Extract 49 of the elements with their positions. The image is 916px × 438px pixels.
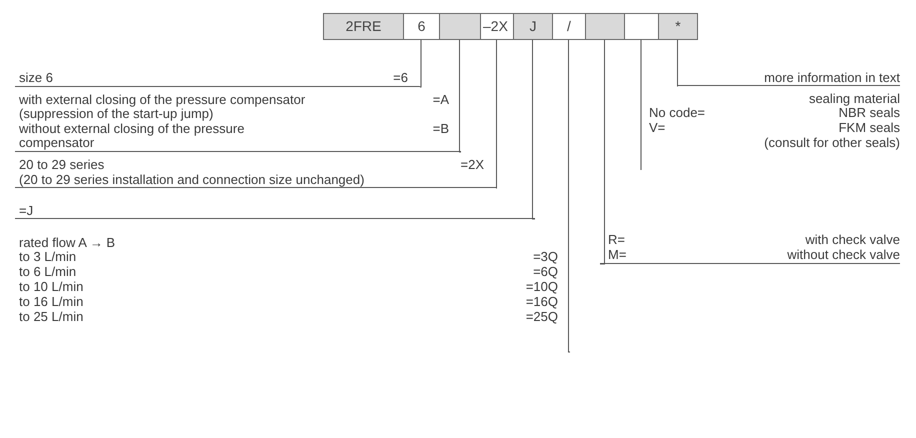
option-text: to 25 L/min (19, 310, 84, 324)
code-cell: 6 (403, 13, 440, 40)
option-text: without external closing of the pressure compensator (19, 122, 246, 150)
option-text: to 16 L/min (19, 295, 84, 309)
connector-line (640, 40, 642, 170)
option-text: (consult for other seals) (764, 135, 900, 150)
option-text: (20 to 29 series installation and connection size unchanged) (19, 172, 364, 187)
connector-line (496, 40, 497, 188)
option-text: more information in text (764, 70, 900, 85)
option-text: =25Q (526, 310, 558, 324)
connector-line (568, 40, 570, 352)
option-text: with check valve (805, 233, 900, 247)
option-text: without check valve (787, 248, 900, 262)
connector-line (459, 40, 462, 152)
connector-line (532, 40, 536, 220)
option-text: =A (432, 93, 449, 107)
option-text: sealing material (808, 91, 900, 106)
option-text: with external closing of the pressure compensator (suppression of the start-up jump) (19, 93, 306, 121)
option-text: =J (19, 203, 34, 218)
connector-line (420, 40, 422, 88)
option-text: FKM seals (838, 121, 900, 135)
option-text: =6Q (533, 265, 558, 279)
code-cell: –2X (480, 13, 514, 40)
option-text: 20 to 29 series (19, 158, 104, 172)
option-text: R= (608, 233, 625, 247)
option-text: rated flow A → B (19, 235, 116, 250)
code-cell: J (513, 13, 553, 40)
connector-line (600, 40, 605, 264)
code-cell: 2FRE (323, 13, 404, 40)
option-text: to 3 L/min (19, 250, 76, 264)
code-cell: * (658, 13, 698, 40)
option-text: to 6 L/min (19, 265, 76, 279)
option-text: =10Q (526, 280, 558, 294)
option-text: =16Q (526, 295, 558, 309)
option-text: No code= (649, 106, 706, 120)
option-text: =3Q (533, 250, 558, 264)
connector-line (677, 40, 678, 86)
code-cell (585, 13, 625, 40)
code-cell: / (552, 13, 586, 40)
option-text: M= (608, 248, 626, 262)
option-text: V= (649, 121, 666, 135)
code-cell (624, 13, 659, 40)
code-cell (439, 13, 481, 40)
option-text: to 10 L/min (19, 280, 84, 294)
option-text: =B (432, 122, 449, 136)
option-text: NBR seals (838, 106, 900, 120)
option-text: size 6 (19, 71, 53, 85)
option-text: =6 (393, 71, 408, 85)
option-text: =2X (460, 158, 484, 172)
